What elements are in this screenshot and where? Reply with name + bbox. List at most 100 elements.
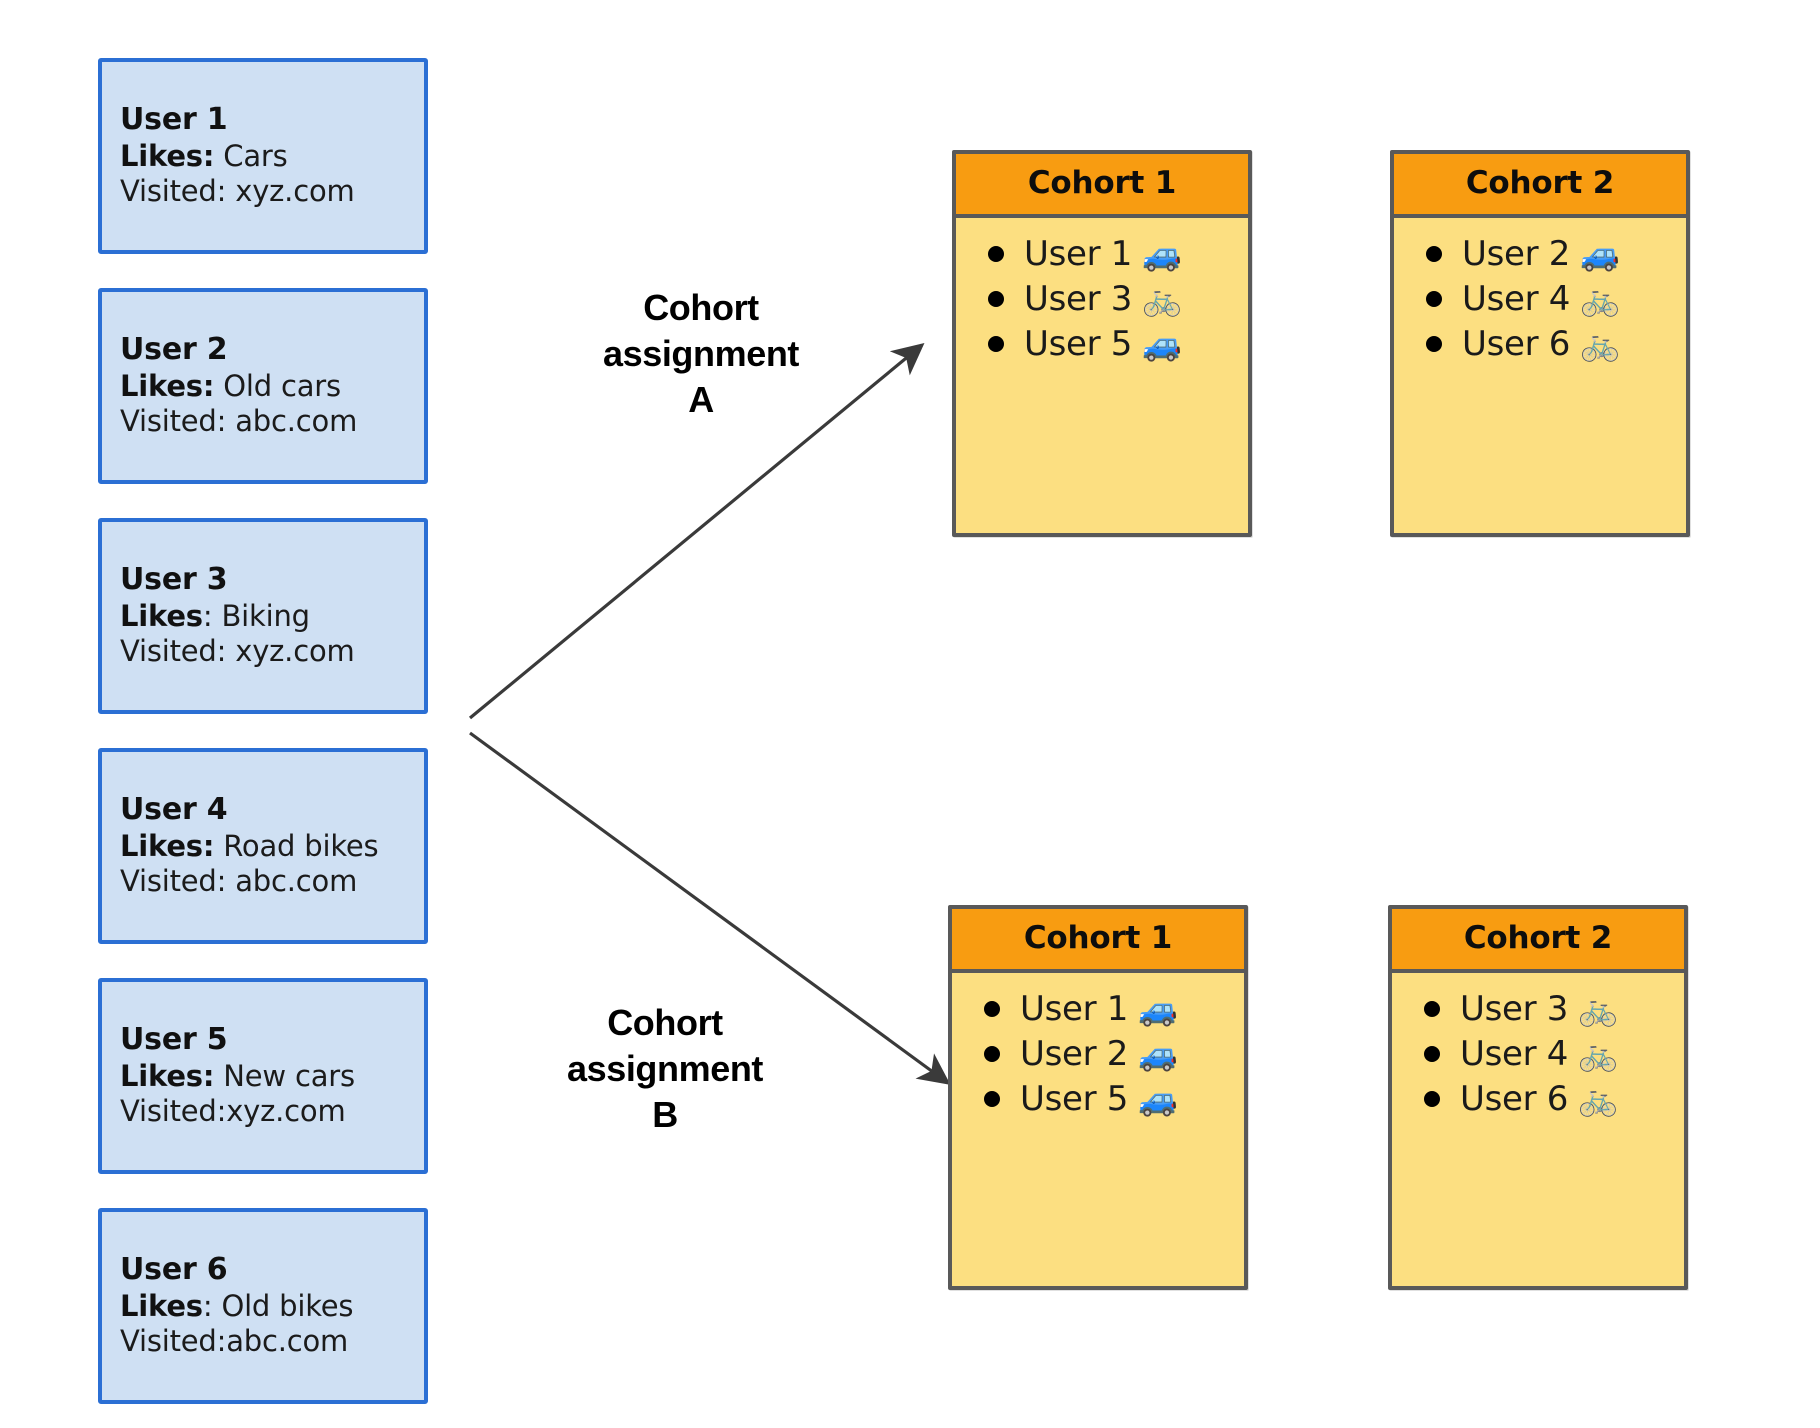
user-visited: Visited: abc.com — [120, 864, 358, 899]
assignment-a-cohort-1-box[interactable]: Cohort 1 User 1 🚙 User 3 🚲 User 5 🚙 — [952, 150, 1252, 537]
list-item: User 2 🚙 — [1426, 232, 1686, 277]
cohort-title: Cohort 2 — [1392, 909, 1684, 973]
label-line-1: Cohort — [643, 287, 759, 328]
likes-value: : Biking — [202, 598, 310, 633]
member-label: User 2 — [1020, 1033, 1129, 1074]
label-line-3: B — [652, 1094, 678, 1136]
bullet-icon — [1424, 1091, 1440, 1108]
list-item: User 2 🚙 — [984, 1032, 1244, 1077]
list-item: User 5 🚙 — [988, 322, 1248, 367]
member-label: User 4 — [1462, 278, 1571, 319]
list-item: User 6 🚲 — [1424, 1077, 1684, 1122]
user-likes: Likes: Old cars — [120, 369, 406, 404]
list-item: User 4 🚲 — [1424, 1032, 1684, 1077]
likes-value: : Old bikes — [202, 1288, 354, 1323]
bicycle-icon: 🚲 — [1578, 1035, 1618, 1074]
car-icon: 🚙 — [1142, 325, 1182, 364]
cohort-member-list: User 1 🚙 User 3 🚲 User 5 🚙 — [956, 218, 1248, 533]
bullet-icon — [1426, 336, 1442, 353]
user-card-5[interactable]: User 5 Likes: New cars Visited:xyz.com — [98, 978, 428, 1174]
user-name: User 4 — [120, 792, 228, 828]
likes-label: Likes: — [120, 828, 215, 863]
member-label: User 1 — [1024, 234, 1133, 274]
bullet-icon — [984, 1001, 1000, 1018]
label-line-3: A — [688, 379, 714, 421]
bullet-icon — [1426, 291, 1442, 308]
likes-value: Old cars — [214, 368, 341, 403]
member-label: User 6 — [1460, 1078, 1569, 1119]
assignment-a-cohort-2-box[interactable]: Cohort 2 User 2 🚙 User 4 🚲 User 6 🚲 — [1390, 150, 1690, 537]
label-line-2: assignment — [566, 1048, 764, 1090]
list-item: User 1 🚙 — [988, 232, 1248, 277]
car-icon: 🚙 — [1138, 1035, 1178, 1074]
member-label: User 3 — [1024, 278, 1133, 319]
bullet-icon — [1426, 246, 1442, 263]
label-line-1: Cohort — [607, 1002, 723, 1043]
user-card-3[interactable]: User 3 Likes: Biking Visited: xyz.com — [98, 518, 428, 714]
user-card-6[interactable]: User 6 Likes: Old bikes Visited:abc.com — [98, 1208, 428, 1404]
likes-label: Likes: — [120, 1058, 215, 1093]
bicycle-icon: 🚲 — [1580, 280, 1620, 319]
bullet-icon — [984, 1046, 1000, 1063]
bullet-icon — [984, 1091, 1000, 1108]
member-label: User 3 — [1460, 989, 1569, 1029]
cohort-title: Cohort 1 — [952, 909, 1244, 973]
cohort-member-list: User 3 🚲 User 4 🚲 User 6 🚲 — [1392, 973, 1684, 1286]
list-item: User 5 🚙 — [984, 1077, 1244, 1122]
user-name: User 5 — [120, 1022, 228, 1058]
member-label: User 4 — [1460, 1033, 1569, 1074]
user-visited: Visited: xyz.com — [120, 174, 355, 209]
likes-label: Likes: — [120, 368, 215, 403]
user-visited: Visited: xyz.com — [120, 634, 355, 669]
likes-label: Likes — [120, 598, 203, 633]
user-name: User 6 — [120, 1252, 228, 1288]
list-item: User 3 🚲 — [988, 277, 1248, 322]
user-likes: Likes: Old bikes — [120, 1289, 406, 1324]
bullet-icon — [1424, 1001, 1440, 1018]
member-label: User 2 — [1462, 234, 1571, 274]
car-icon: 🚙 — [1142, 235, 1182, 274]
user-likes: Likes: Cars — [120, 139, 406, 174]
bicycle-icon: 🚲 — [1578, 990, 1618, 1029]
list-item: User 1 🚙 — [984, 987, 1244, 1032]
cohort-member-list: User 2 🚙 User 4 🚲 User 6 🚲 — [1394, 218, 1686, 533]
cohort-assignment-a-label: Cohort assignment A — [556, 285, 846, 423]
list-item: User 6 🚲 — [1426, 322, 1686, 367]
likes-value: Cars — [214, 138, 288, 173]
user-name: User 3 — [120, 562, 228, 598]
car-icon: 🚙 — [1138, 1080, 1178, 1119]
likes-label: Likes: — [120, 138, 215, 173]
likes-label: Likes — [120, 1288, 203, 1323]
list-item: User 4 🚲 — [1426, 277, 1686, 322]
assignment-b-cohort-1-box[interactable]: Cohort 1 User 1 🚙 User 2 🚙 User 5 🚙 — [948, 905, 1248, 1290]
user-visited: Visited:abc.com — [120, 1324, 349, 1359]
bicycle-icon: 🚲 — [1142, 280, 1182, 319]
user-likes: Likes: Road bikes — [120, 829, 406, 864]
bullet-icon — [988, 336, 1004, 353]
member-label: User 1 — [1020, 989, 1129, 1029]
cohort-title: Cohort 1 — [956, 154, 1248, 218]
bicycle-icon: 🚲 — [1580, 325, 1620, 364]
user-likes: Likes: New cars — [120, 1059, 406, 1094]
user-card-4[interactable]: User 4 Likes: Road bikes Visited: abc.co… — [98, 748, 428, 944]
member-label: User 6 — [1462, 323, 1571, 364]
user-likes: Likes: Biking — [120, 599, 406, 634]
member-label: User 5 — [1020, 1078, 1129, 1119]
bicycle-icon: 🚲 — [1578, 1080, 1618, 1119]
label-line-2: assignment — [602, 333, 800, 375]
user-visited: Visited:xyz.com — [120, 1094, 346, 1129]
list-item: User 3 🚲 — [1424, 987, 1684, 1032]
bullet-icon — [988, 291, 1004, 308]
car-icon: 🚙 — [1138, 990, 1178, 1029]
user-name: User 2 — [120, 332, 228, 368]
user-card-2[interactable]: User 2 Likes: Old cars Visited: abc.com — [98, 288, 428, 484]
arrow-cohort-assignment-a — [468, 342, 925, 720]
user-card-1[interactable]: User 1 Likes: Cars Visited: xyz.com — [98, 58, 428, 254]
member-label: User 5 — [1024, 323, 1133, 364]
assignment-b-cohort-2-box[interactable]: Cohort 2 User 3 🚲 User 4 🚲 User 6 🚲 — [1388, 905, 1688, 1290]
cohort-title: Cohort 2 — [1394, 154, 1686, 218]
bullet-icon — [988, 246, 1004, 263]
car-icon: 🚙 — [1580, 235, 1620, 274]
